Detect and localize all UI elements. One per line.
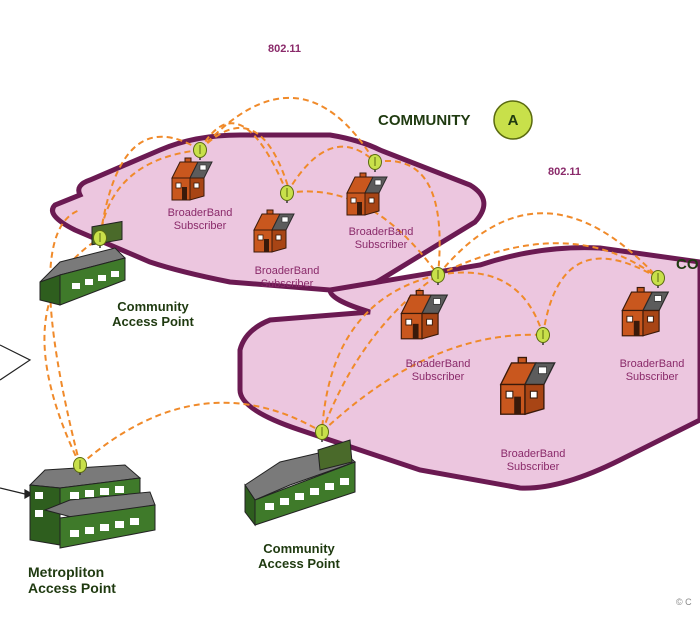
- community-access-point-label: Community Access Point: [112, 299, 194, 329]
- subscriber-label: BroaderBand Subscriber: [254, 265, 320, 290]
- community-access-building-1: [39, 220, 126, 306]
- link-1: [199, 97, 376, 163]
- link-7: [374, 159, 441, 276]
- link-16: [43, 237, 101, 466]
- subscriber-label: BroaderBand Subscriber: [405, 358, 471, 383]
- antenna-icon: [92, 229, 108, 249]
- link-4: [99, 135, 201, 239]
- metro-access-point-label: Metropliton Access Point: [28, 564, 116, 597]
- protocol-label: 802.11: [268, 43, 302, 55]
- metro-access-building: [28, 464, 156, 549]
- community-b-title: CO: [676, 256, 699, 273]
- left-arrows: [0, 344, 34, 500]
- link-13: [321, 274, 439, 433]
- community-a-title: COMMUNITY: [378, 112, 471, 129]
- community-access-building-2: [244, 439, 356, 527]
- subscriber-label: BroaderBand Subscriber: [619, 358, 685, 383]
- link-9: [437, 242, 659, 279]
- link-17: [49, 209, 81, 466]
- community-a-badge-letter: A: [507, 112, 519, 129]
- link-14: [321, 333, 544, 433]
- community-b-zone: [237, 245, 700, 491]
- link-12: [321, 274, 439, 433]
- link-18: [99, 149, 201, 239]
- wireless-links: [43, 97, 659, 466]
- link-2: [199, 122, 288, 194]
- community-a-badge: [493, 100, 533, 140]
- community-access-point-label: Community Access Point: [258, 541, 340, 571]
- link-11: [542, 257, 659, 336]
- subscriber-label: BroaderBand Subscriber: [167, 207, 233, 232]
- link-5: [286, 145, 376, 194]
- subscriber-label: BroaderBand Subscriber: [500, 448, 566, 473]
- copyright-text: © C: [676, 597, 692, 607]
- link-3: [199, 126, 291, 194]
- subscriber-label: BroaderBand Subscriber: [348, 226, 414, 251]
- protocol-label: 802.11: [548, 166, 582, 178]
